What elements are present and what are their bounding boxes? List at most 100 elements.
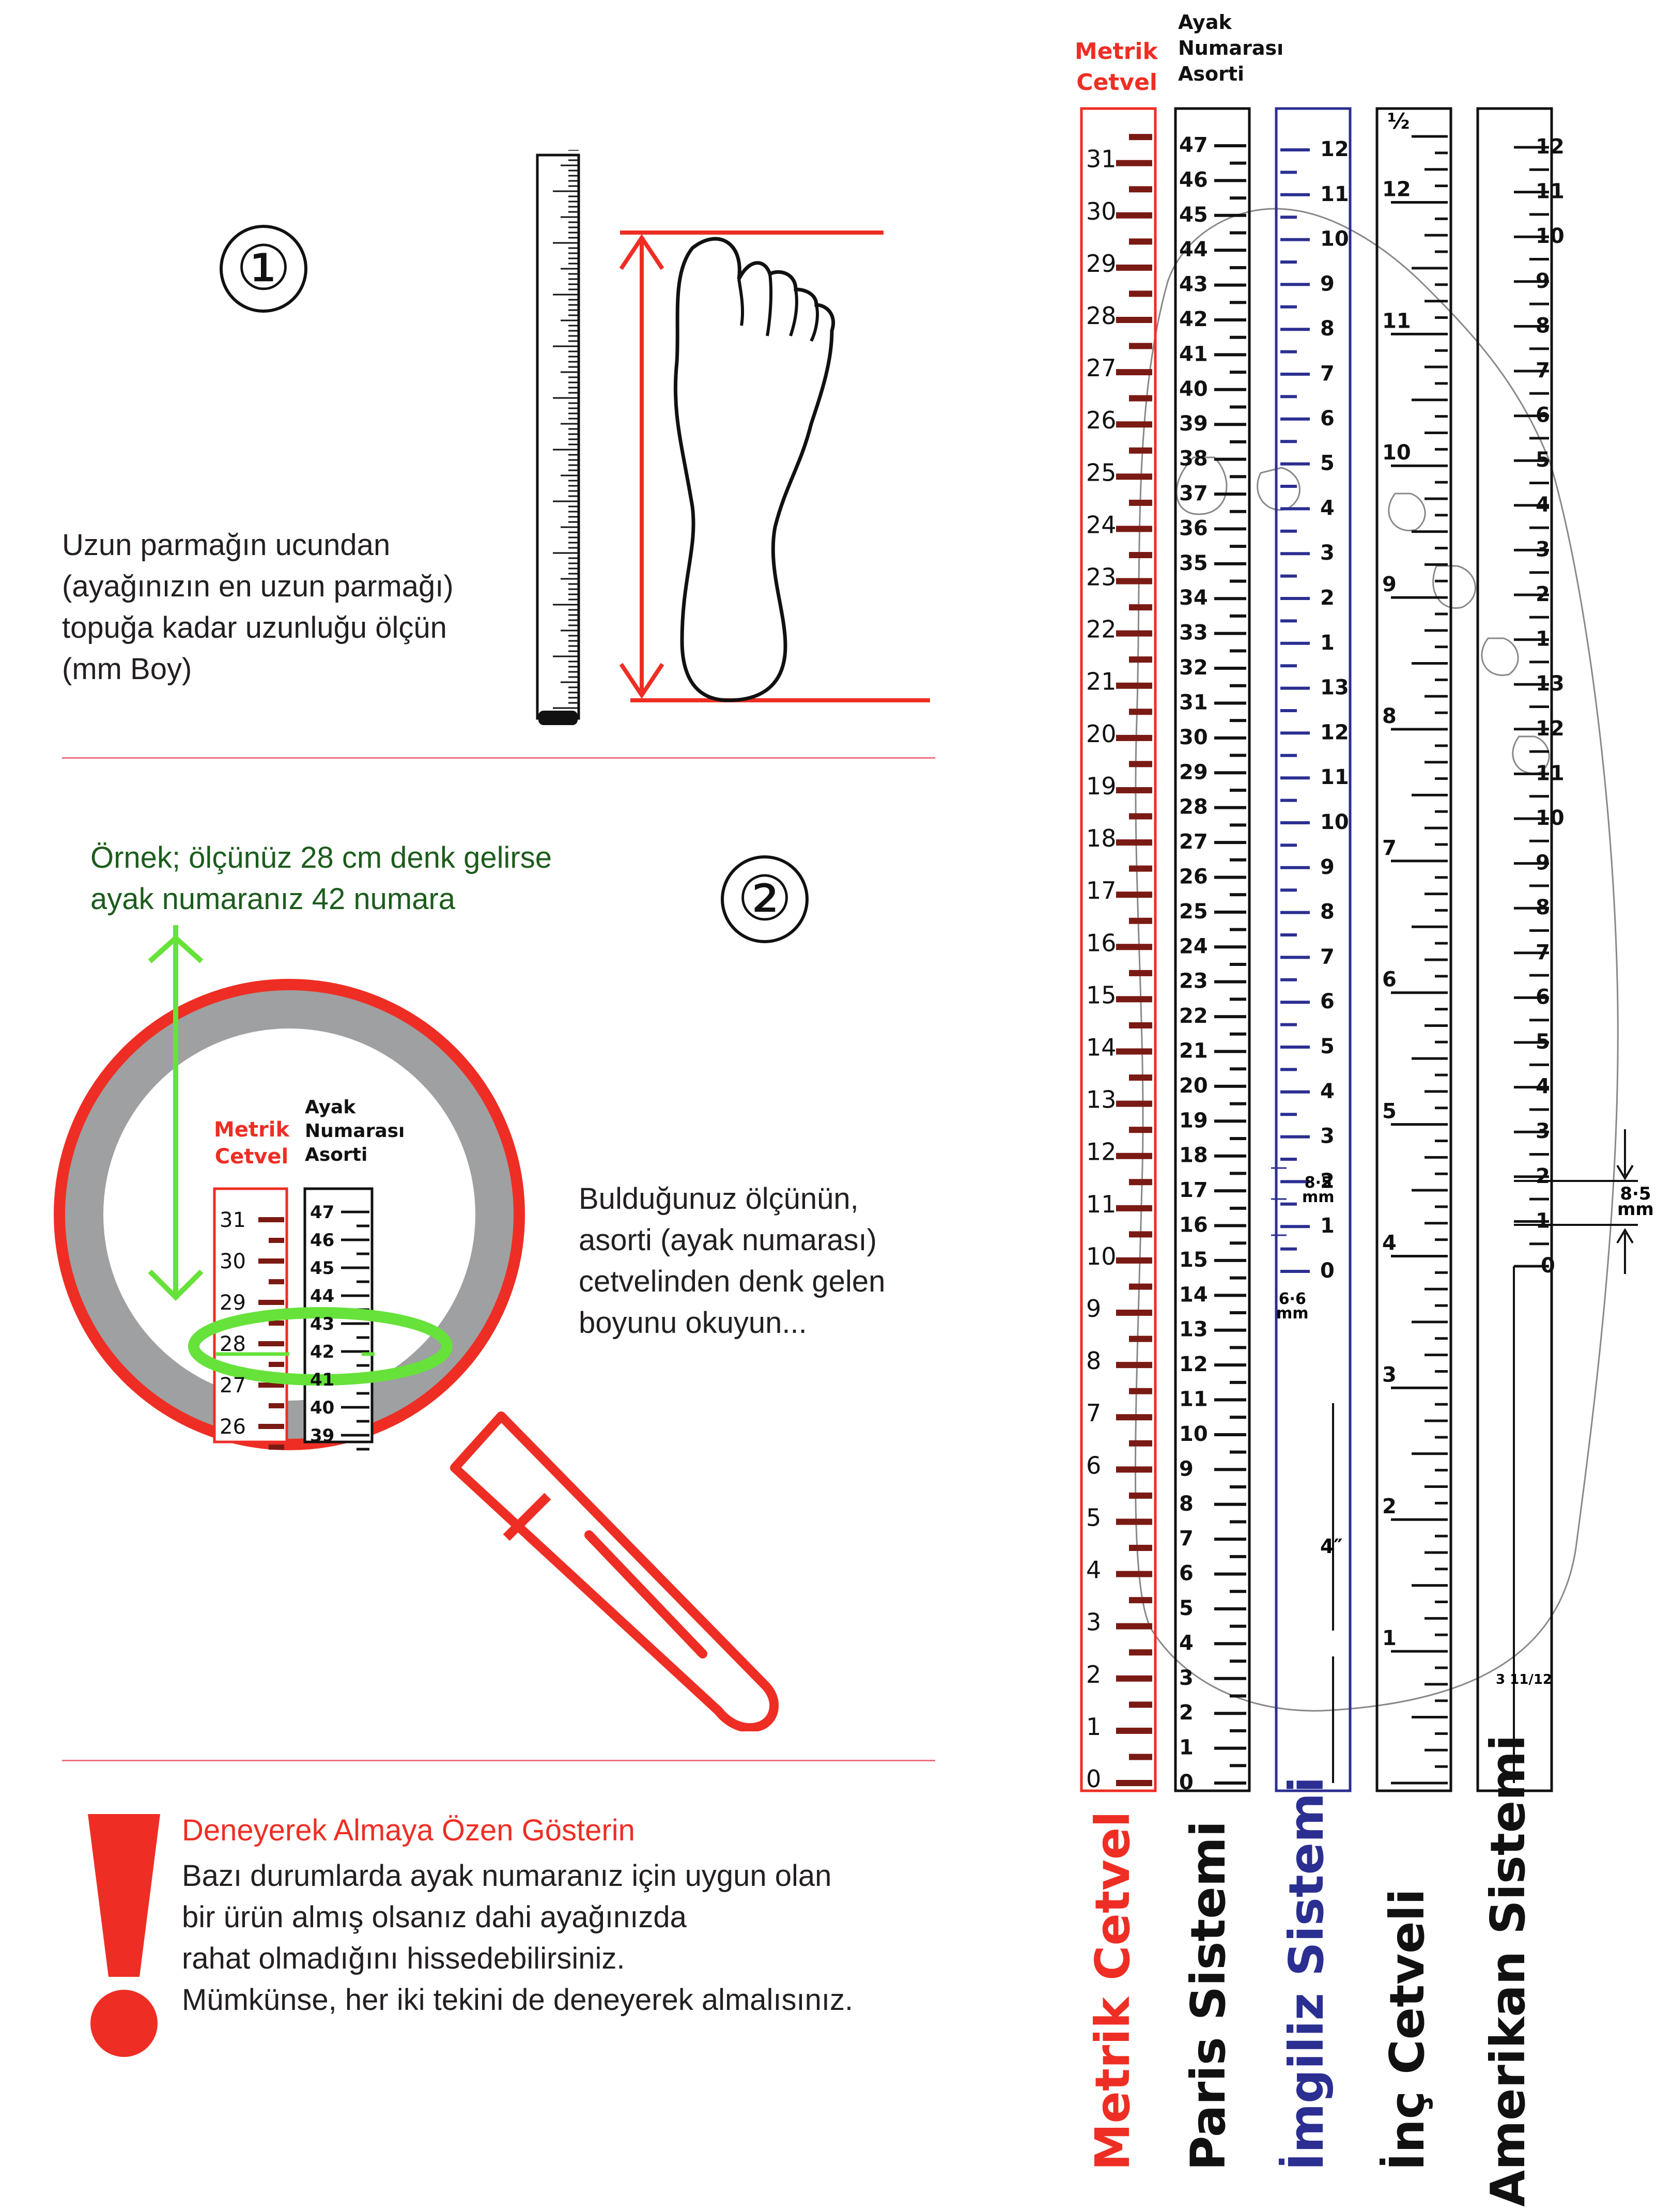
paris-tick-label: 24 <box>1179 934 1208 958</box>
inch-tick-label: 10 <box>1382 441 1411 465</box>
english-tick-label: 4 <box>1320 496 1335 520</box>
paris-tick-label: 6 <box>1179 1562 1194 1586</box>
english-tick-label: 12 <box>1320 137 1349 161</box>
mini-metric-label: 29 <box>220 1291 246 1315</box>
inch-tick-label: 1 <box>1382 1626 1397 1650</box>
label-amerikan-sistemi: Amerikan Sistemi <box>1480 1734 1536 2207</box>
step-2-number: ② <box>737 863 793 935</box>
american-tick-label: 7 <box>1536 359 1550 382</box>
paris-tick-label: 40 <box>1179 377 1208 401</box>
paris-tick-label: 30 <box>1179 726 1208 749</box>
english-tick-label: 3 <box>1320 1125 1335 1148</box>
paris-tick-label: 26 <box>1179 865 1208 888</box>
metric-tick-label: 16 <box>1086 929 1117 957</box>
paris-tick-label: 38 <box>1179 447 1208 471</box>
english-tick-label: 4 <box>1320 1080 1335 1103</box>
english-tick-label: 7 <box>1320 362 1335 386</box>
paris-tick-label: 8 <box>1179 1492 1194 1516</box>
metric-tick-label: 22 <box>1086 616 1117 643</box>
mini-metric-label: 30 <box>220 1250 246 1273</box>
inch-tick-label: 9 <box>1382 573 1397 596</box>
mini-size-label: 42 <box>310 1342 334 1362</box>
metric-tick-label: 15 <box>1086 981 1117 1009</box>
english-tick-label: 10 <box>1320 810 1349 834</box>
paris-tick-label: 25 <box>1179 900 1208 924</box>
paris-tick-label: 46 <box>1179 168 1208 192</box>
english-tick-label: 8 <box>1320 317 1335 341</box>
metric-tick-label: 17 <box>1086 877 1117 904</box>
paris-tick-label: 21 <box>1179 1039 1208 1063</box>
english-tick-label: 5 <box>1320 452 1335 475</box>
metric-tick-label: 14 <box>1086 1033 1117 1061</box>
paris-tick-label: 12 <box>1179 1353 1208 1376</box>
step-2-badge <box>721 855 809 943</box>
inch-tick-label: 5 <box>1382 1100 1397 1124</box>
inch-half-label: ½ <box>1387 109 1410 134</box>
paris-tick-label: 18 <box>1179 1144 1208 1168</box>
magnifier-size-header: Ayak Numarası Asorti <box>305 1097 405 1165</box>
metric-tick-label: 11 <box>1086 1190 1117 1218</box>
mini-size-label: 44 <box>310 1286 334 1307</box>
paris-tick-label: 27 <box>1179 830 1208 854</box>
magnifier-metric-header: Metrik Cetvel <box>213 1118 290 1169</box>
metric-tick-label: 9 <box>1086 1295 1101 1323</box>
american-gap-label: 8·5 mm <box>1617 1184 1654 1220</box>
metric-tick-label: 21 <box>1086 668 1117 696</box>
paris-tick-label: 34 <box>1179 586 1208 610</box>
step-1-instruction: Uzun parmağın ucundan (ayağınızın en uzu… <box>62 528 454 686</box>
mini-size-label: 47 <box>310 1202 334 1223</box>
american-tick-label: 9 <box>1536 269 1550 293</box>
metric-tick-label: 26 <box>1086 406 1117 434</box>
separator-bottom <box>62 1760 935 1761</box>
english-tick-label: 2 <box>1320 1169 1335 1193</box>
paris-tick-label: 5 <box>1179 1596 1194 1620</box>
american-tick-label: 3 <box>1536 1119 1550 1143</box>
english-tick-label: 1 <box>1320 1214 1335 1238</box>
american-tick-label: 1 <box>1536 1209 1550 1233</box>
paris-tick-label: 0 <box>1179 1771 1194 1794</box>
inch-tick-label: 6 <box>1382 968 1397 992</box>
metric-tick-label: 5 <box>1086 1503 1101 1531</box>
inch-tick-label: 11 <box>1382 309 1411 333</box>
label-imgiliz-sistemi: İmgiliz Sistemi <box>1279 1776 1334 2171</box>
paris-tick-label: 2 <box>1179 1701 1194 1725</box>
mini-size-label: 40 <box>310 1397 334 1418</box>
english-bottom-note: 4″ <box>1320 1535 1343 1558</box>
american-tick-label: 6 <box>1536 404 1550 427</box>
american-tick-label: 5 <box>1536 448 1550 472</box>
paris-tick-label: 4 <box>1179 1631 1194 1655</box>
english-tick-label: 2 <box>1320 586 1335 610</box>
american-tick-label: 3 <box>1536 537 1550 561</box>
american-tick-label: 2 <box>1536 1164 1550 1188</box>
english-gap-1-label: 8·5 mm <box>1302 1174 1335 1206</box>
metric-tick-label: 10 <box>1086 1242 1117 1270</box>
american-tick-label: 8 <box>1536 314 1550 337</box>
american-tick-label: 10 <box>1536 224 1565 248</box>
label-inc-cetveli: İnç Cetveli <box>1380 1888 1435 2171</box>
metric-tick-label: 13 <box>1086 1086 1117 1114</box>
paris-tick-label: 11 <box>1179 1388 1208 1411</box>
ruler-size-header: Ayak Numarası Asorti <box>1178 11 1284 85</box>
inch-tick-label: 8 <box>1382 704 1397 728</box>
inch-tick-label: 2 <box>1382 1495 1397 1518</box>
paris-tick-label: 19 <box>1179 1109 1208 1132</box>
metric-tick-label: 31 <box>1086 145 1117 173</box>
step-1-number: ① <box>236 233 291 304</box>
paris-tick-label: 36 <box>1179 516 1208 540</box>
mini-metric-label: 27 <box>220 1374 246 1397</box>
english-tick-label: 11 <box>1320 765 1349 789</box>
ruler-metric-header: Metrik Cetvel <box>1075 38 1158 96</box>
paris-tick-label: 1 <box>1179 1736 1194 1760</box>
paris-tick-label: 16 <box>1179 1213 1208 1237</box>
paris-tick-label: 43 <box>1179 273 1208 297</box>
mini-metric-label: 26 <box>220 1415 246 1439</box>
english-gap-markers <box>1271 1167 1287 1236</box>
paris-tick-label: 44 <box>1179 238 1208 262</box>
metric-tick-label: 1 <box>1086 1713 1101 1741</box>
paris-tick-label: 47 <box>1179 133 1208 157</box>
american-tick-label: 8 <box>1536 896 1550 919</box>
paris-tick-label: 9 <box>1179 1457 1194 1481</box>
metric-tick-label: 12 <box>1086 1138 1117 1166</box>
american-tick-label: 11 <box>1536 180 1565 204</box>
